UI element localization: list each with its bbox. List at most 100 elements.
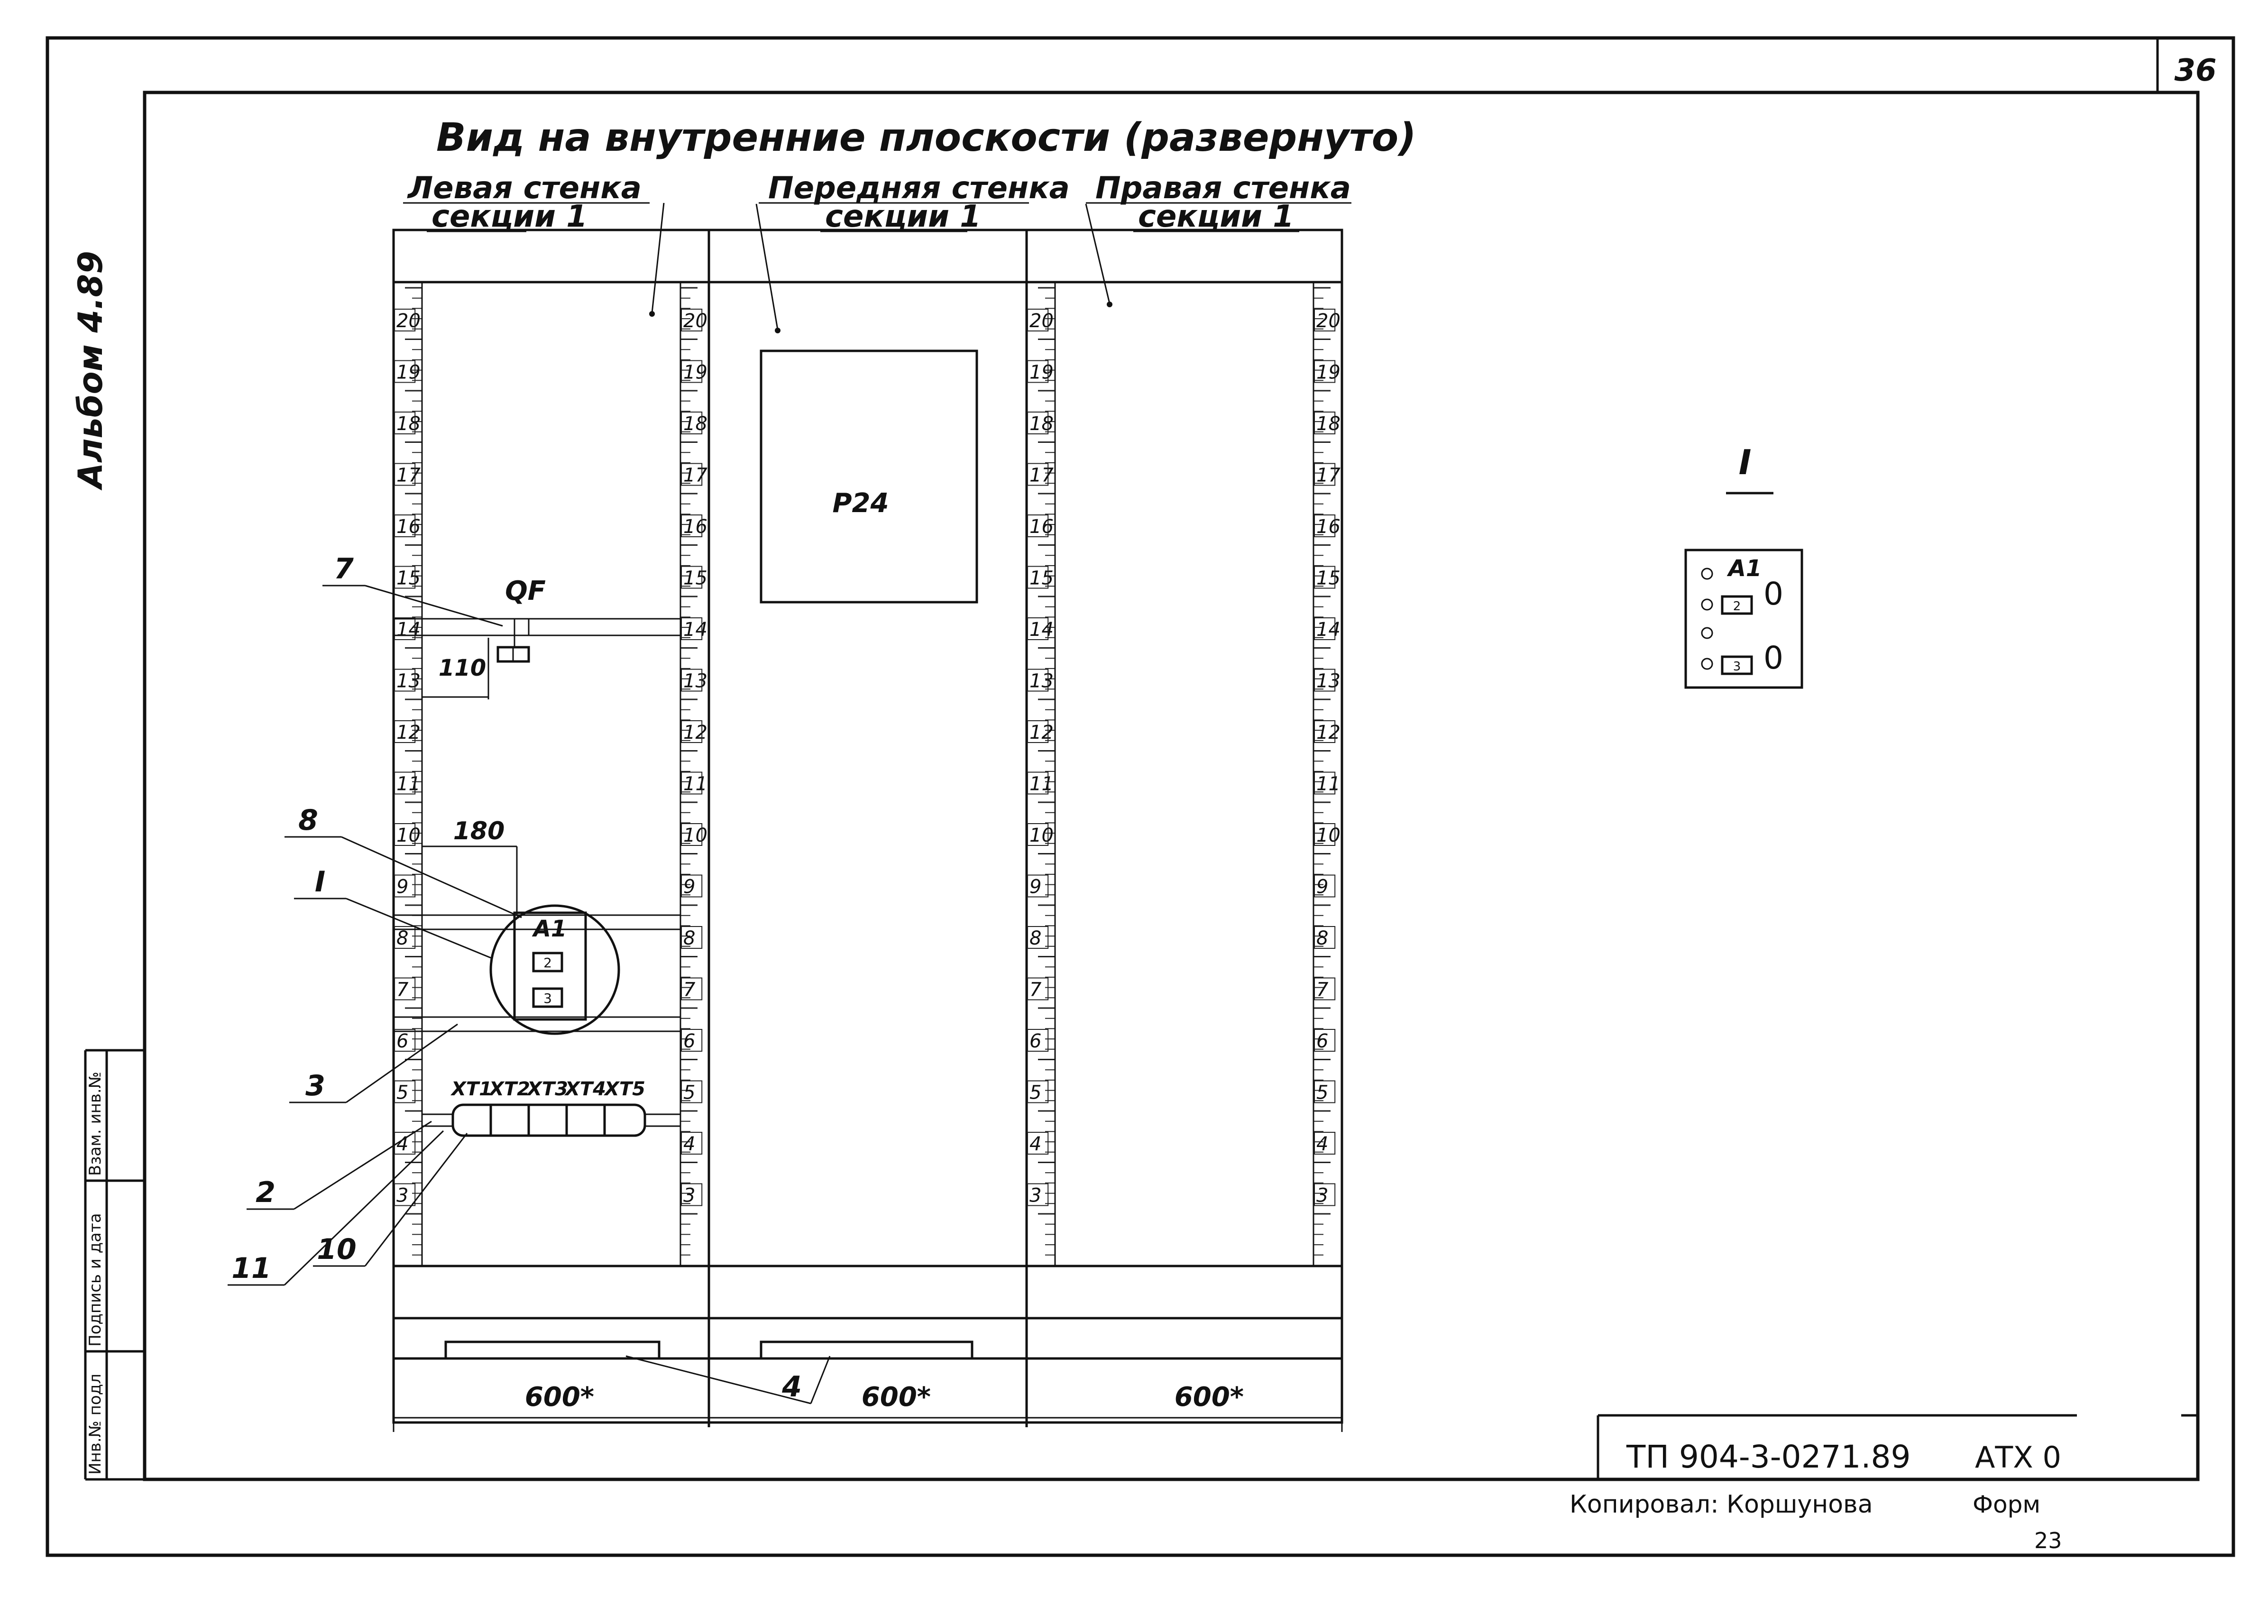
- rail-number: 8: [683, 927, 695, 949]
- rail-number-box: [1027, 463, 1049, 486]
- svg-text:секции 1: секции 1: [432, 199, 588, 234]
- rail-number-box: [1027, 514, 1049, 537]
- rail-number-box: [394, 566, 416, 589]
- rail-number: 10: [683, 825, 707, 846]
- a1-slot-3-label: 3: [543, 991, 552, 1006]
- terminal-xt3: XT3: [526, 1078, 568, 1100]
- rail-number-box: [681, 360, 703, 383]
- rail-number-box: [1314, 360, 1336, 383]
- titleblock-format: Форм: [1973, 1491, 2040, 1518]
- rail-number: 7: [683, 979, 696, 1001]
- rail-number-box: [1314, 926, 1336, 949]
- rail-number-box: [681, 463, 703, 486]
- rail-number: 16: [683, 516, 707, 538]
- callout-4: 4: [625, 1355, 831, 1404]
- rail-number: 20: [396, 310, 421, 332]
- rail-number: 5: [683, 1082, 695, 1104]
- rail-number: 5: [396, 1082, 408, 1104]
- svg-text:I: I: [315, 865, 325, 899]
- svg-text:2: 2: [256, 1176, 275, 1209]
- rail-number-box: [1027, 360, 1049, 383]
- rail-number: 8: [1029, 927, 1041, 949]
- dimension-110: [421, 638, 489, 699]
- rail-number-box: [394, 412, 416, 434]
- rail-number: 16: [1029, 516, 1054, 538]
- drawing-title: Вид на внутренние плоскости (развернуто): [436, 115, 1416, 160]
- rail-number-box: [1314, 1029, 1336, 1052]
- rail-number-box: [681, 514, 703, 537]
- rail-number-box: [394, 823, 416, 846]
- width-right: 600*: [1175, 1382, 1244, 1413]
- rail-number-box: [1027, 771, 1049, 795]
- rail-number-box: [681, 669, 703, 692]
- rail-number-box: [1314, 463, 1336, 486]
- rail-number-box: [394, 1029, 416, 1052]
- rail-number: 17: [396, 465, 421, 486]
- right-wall-panel: [1054, 282, 1314, 1266]
- rail-number-box: [681, 309, 703, 331]
- dimension-180: [422, 845, 518, 915]
- rail-number-box: [681, 566, 703, 589]
- titleblock-copied: Копировал: Коршунова: [1570, 1490, 1873, 1519]
- rail-number-box: [1027, 566, 1049, 589]
- rail-number: 17: [1316, 465, 1341, 486]
- rail-number-box: [681, 823, 703, 846]
- detail-i: I A1 2 0 3 0: [1684, 442, 1803, 689]
- rail-number: 14: [396, 619, 421, 641]
- callout-8: 8: [285, 804, 522, 918]
- svg-text:Левая стенка: Левая стенка: [407, 171, 642, 206]
- rail-number-box: [1314, 1183, 1336, 1206]
- rail-number-box: [681, 771, 703, 795]
- svg-text:4: 4: [781, 1370, 802, 1404]
- rail-number: 3: [683, 1185, 695, 1207]
- rail-number-box: [1027, 874, 1049, 898]
- rail-number: 15: [1029, 568, 1054, 589]
- rail-number-box: [1027, 977, 1049, 1000]
- a1-label: A1: [532, 916, 567, 942]
- rail-number: 14: [1316, 619, 1341, 641]
- wall-header-right: Правая стенка секции 1: [1086, 171, 1351, 234]
- title-block: ТП 904-3-0271.89 АТХ 0 Копировал: Коршун…: [1570, 1414, 2198, 1553]
- rail-number-box: [1027, 1183, 1049, 1206]
- bottom-plate-left: [444, 1340, 661, 1360]
- rail-number-box: [394, 669, 416, 692]
- rail-number: 4: [1316, 1133, 1328, 1155]
- rail-number: 8: [1316, 927, 1328, 949]
- rail-number: 7: [1029, 979, 1042, 1001]
- svg-text:A1: A1: [1726, 555, 1762, 582]
- rail-number: 6: [1029, 1030, 1041, 1052]
- rail-number: 19: [683, 362, 707, 384]
- svg-text:секции 1: секции 1: [1138, 199, 1294, 234]
- dimension-110-label: 110: [439, 655, 486, 681]
- rail-number-box: [1027, 412, 1049, 434]
- rail-number: 15: [396, 568, 421, 589]
- rail-number: 12: [396, 722, 421, 743]
- rail-number-box: [1314, 1080, 1336, 1103]
- rail-number: 20: [1029, 310, 1054, 332]
- svg-text:10: 10: [317, 1233, 357, 1266]
- terminal-strip: [421, 1103, 681, 1137]
- wall-header-left: Левая стенка секции 1: [403, 171, 650, 234]
- svg-text:3: 3: [305, 1069, 325, 1102]
- titleblock-format-value: 23: [2034, 1528, 2062, 1553]
- rail-number-box: [394, 1183, 416, 1206]
- callout-3: 3: [289, 1023, 458, 1103]
- rail-number: 14: [683, 619, 707, 641]
- svg-text:секции 1: секции 1: [825, 199, 981, 234]
- rail-number: 3: [1316, 1185, 1328, 1207]
- stamp-signature-date: Подпись и дата: [86, 1213, 105, 1347]
- device-p24-label: P24: [833, 488, 889, 519]
- rail-number-box: [1027, 926, 1049, 949]
- width-front: 600*: [862, 1382, 931, 1413]
- rail-number: 9: [396, 876, 408, 898]
- detail-i-circle: [489, 904, 620, 1035]
- rail-number-box: [1314, 309, 1336, 331]
- rail-number-box: [1314, 514, 1336, 537]
- callout-10: 10: [313, 1133, 468, 1267]
- rail-number-box: [1027, 617, 1049, 640]
- device-p24-box: [760, 349, 978, 604]
- rail-number: 12: [1029, 722, 1054, 743]
- rail-number: 9: [1316, 876, 1328, 898]
- titleblock-sheet-code: АТХ 0: [1975, 1440, 2061, 1475]
- rail-number: 20: [1316, 310, 1341, 332]
